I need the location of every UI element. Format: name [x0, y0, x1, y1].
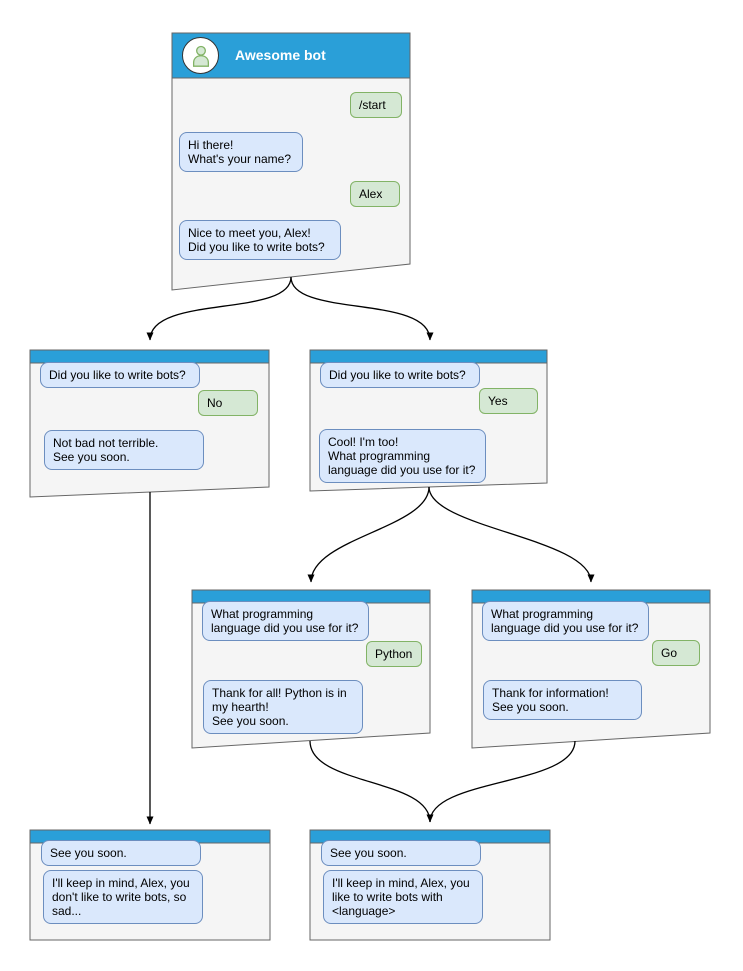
flow-arrow-start-to-yes — [290, 276, 434, 341]
user-message-bubble: /start — [350, 92, 402, 118]
bot-message-bubble: See you soon. — [321, 840, 481, 866]
flow-arrow-start-to-no — [146, 276, 292, 341]
bot-message-bubble: Cool! I'm too! What programming language… — [319, 429, 486, 483]
bot-message-bubble: See you soon. — [41, 840, 201, 866]
bot-avatar — [182, 37, 219, 74]
chat-window-branch-python: What programming language did you use fo… — [192, 590, 430, 748]
flow-arrow-yes-to-go — [428, 486, 595, 583]
user-message-bubble: Yes — [479, 388, 538, 414]
bot-message-bubble: Nice to meet you, Alex! Did you like to … — [179, 220, 341, 260]
bot-message-bubble: Thank for all! Python is in my hearth! S… — [203, 680, 363, 734]
chat-window-end-language: See you soon. I'll keep in mind, Alex, y… — [310, 830, 550, 940]
user-message-bubble: Go — [652, 640, 700, 666]
person-icon — [192, 45, 209, 67]
bot-message-bubble: What programming language did you use fo… — [202, 601, 369, 641]
chat-header: Awesome bot — [172, 33, 410, 78]
chat-window-title: Awesome bot — [235, 47, 326, 63]
bot-message-bubble: Did you like to write bots? — [320, 362, 480, 388]
bot-message-bubble: I'll keep in mind, Alex, you like to wri… — [323, 870, 483, 924]
bot-message-bubble: Thank for information! See you soon. — [483, 680, 642, 720]
flow-arrow-yes-to-python — [307, 486, 430, 583]
user-message-bubble: No — [198, 390, 258, 416]
chat-window-branch-yes: Did you like to write bots? Yes Cool! I'… — [310, 350, 547, 491]
bot-message-bubble: What programming language did you use fo… — [482, 601, 649, 641]
bot-message-bubble: Not bad not terrible. See you soon. — [44, 430, 204, 470]
chat-window-end-no: See you soon. I'll keep in mind, Alex, y… — [30, 830, 270, 940]
chat-window-branch-no: Did you like to write bots? No Not bad n… — [30, 350, 269, 497]
bot-message-bubble: Hi there! What's your name? — [179, 132, 303, 172]
user-message-bubble: Python — [366, 641, 422, 667]
chat-window-start: Awesome bot /start Hi there! What's your… — [172, 33, 410, 290]
chat-window-branch-go: What programming language did you use fo… — [472, 590, 710, 748]
flow-arrow-go-to-end — [429, 740, 576, 823]
flow-arrow-python-to-end — [309, 740, 434, 823]
bot-message-bubble: I'll keep in mind, Alex, you don't like … — [43, 870, 203, 924]
user-message-bubble: Alex — [350, 181, 400, 207]
bot-message-bubble: Did you like to write bots? — [40, 362, 200, 388]
